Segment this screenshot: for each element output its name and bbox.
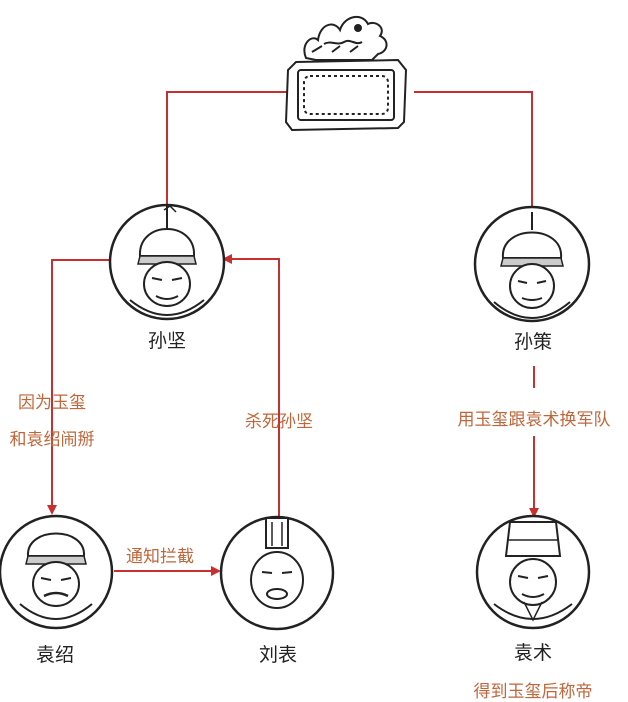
yuan-shu-portrait bbox=[475, 514, 591, 630]
edge-label-kill: 杀死孙坚 bbox=[245, 412, 313, 432]
liu-biao-to-sun-jian-arrow bbox=[222, 254, 280, 518]
sun-ce-label: 孙策 bbox=[513, 331, 553, 353]
sun-jian-to-yuan-shao-arrow bbox=[47, 259, 110, 515]
seal-to-sun-ce-line bbox=[414, 91, 533, 222]
sun-ce-portrait bbox=[473, 205, 591, 323]
connectors bbox=[47, 91, 539, 576]
yuan-shao-portrait bbox=[0, 514, 114, 630]
jade-seal-icon bbox=[284, 15, 408, 132]
edge-label-notify: 通知拦截 bbox=[126, 547, 194, 567]
sun-jian-label: 孙坚 bbox=[147, 330, 187, 352]
edge-label-emperor: 得到玉玺后称帝 bbox=[473, 682, 593, 702]
sun-jian-portrait bbox=[108, 203, 226, 321]
edge-label-yuan-shao-line1: 因为玉玺 bbox=[18, 393, 86, 413]
yuan-shao-label: 袁绍 bbox=[35, 644, 75, 666]
edge-label-trade: 用玉玺跟袁术换军队 bbox=[457, 410, 611, 430]
seal-to-sun-jian-line bbox=[166, 91, 290, 218]
yuan-shu-label: 袁术 bbox=[513, 642, 553, 664]
liu-biao-portrait bbox=[219, 515, 335, 631]
edge-label-yuan-shao-line2: 和袁绍闹掰 bbox=[9, 430, 95, 450]
liu-biao-label: 刘表 bbox=[258, 644, 298, 666]
